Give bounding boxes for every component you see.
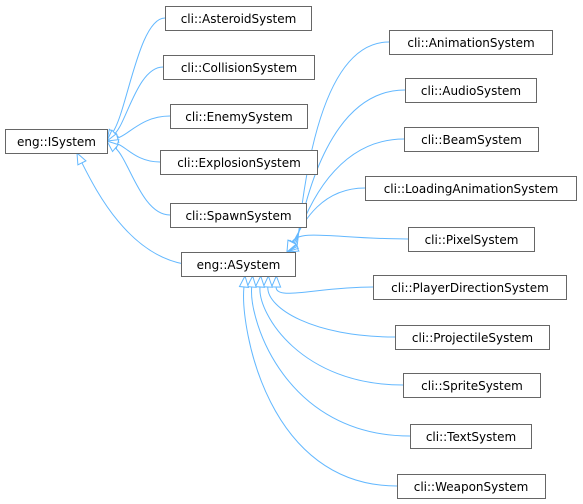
node-cli-playerdirectionsystem[interactable]: cli::PlayerDirectionSystem — [373, 275, 567, 300]
inheritance-edge — [243, 286, 398, 487]
node-cli-textsystem[interactable]: cli::TextSystem — [410, 424, 532, 449]
node-label: cli::EnemySystem — [185, 110, 292, 124]
inheritance-arrowhead — [105, 140, 120, 153]
inheritance-edge — [115, 147, 171, 216]
inheritance-edge — [267, 286, 396, 338]
inheritance-edge — [259, 286, 404, 386]
inheritance-arrowhead — [76, 151, 87, 166]
node-label: eng::ASystem — [197, 258, 281, 272]
node-cli-enemysystem[interactable]: cli::EnemySystem — [170, 104, 308, 129]
node-cli-audiosystem[interactable]: cli::AudioSystem — [405, 78, 537, 103]
inheritance-edge — [81, 162, 185, 265]
node-cli-collisionsystem[interactable]: cli::CollisionSystem — [163, 55, 315, 80]
node-cli-animationsystem[interactable]: cli::AnimationSystem — [389, 30, 553, 55]
inheritance-arrowhead — [246, 274, 257, 288]
node-cli-explosionsystem[interactable]: cli::ExplosionSystem — [160, 150, 318, 175]
node-cli-weaponsystem[interactable]: cli::WeaponSystem — [397, 474, 546, 499]
node-label: cli::PixelSystem — [425, 233, 519, 247]
node-label: cli::PlayerDirectionSystem — [391, 281, 549, 295]
node-eng-asystem[interactable]: eng::ASystem — [181, 252, 296, 277]
inheritance-edge — [112, 17, 166, 133]
inheritance-edge — [291, 234, 409, 243]
inheritance-arrowhead — [270, 274, 282, 288]
node-label: cli::AudioSystem — [421, 84, 521, 98]
inheritance-edge — [117, 143, 161, 163]
node-cli-asteroidsystem[interactable]: cli::AsteroidSystem — [165, 6, 312, 31]
node-label: cli::CollisionSystem — [181, 61, 297, 75]
inheritance-arrowhead — [262, 274, 274, 288]
node-label: cli::AsteroidSystem — [181, 12, 297, 26]
node-label: cli::SpawnSystem — [185, 209, 291, 223]
node-cli-projectilesystem[interactable]: cli::ProjectileSystem — [395, 325, 550, 350]
edges-layer — [76, 17, 411, 487]
node-label: cli::SpriteSystem — [421, 379, 523, 393]
node-label: cli::BeamSystem — [421, 133, 522, 147]
node-label: cli::LoadingAnimationSystem — [384, 182, 559, 196]
node-eng-isystem[interactable]: eng::ISystem — [5, 129, 108, 154]
inheritance-edge — [117, 115, 171, 139]
inheritance-edge — [275, 286, 374, 294]
node-cli-pixelsystem[interactable]: cli::PixelSystem — [408, 227, 535, 252]
node-label: cli::AnimationSystem — [407, 36, 534, 50]
nodes-layer: eng::ISystem eng::ASystem cli::AsteroidS… — [5, 6, 577, 499]
inheritance-edge — [114, 66, 164, 134]
node-cli-spritesystem[interactable]: cli::SpriteSystem — [403, 373, 541, 398]
inheritance-arrowhead — [254, 274, 266, 288]
node-label: cli::WeaponSystem — [414, 480, 529, 494]
inheritance-arrowhead — [286, 239, 297, 254]
inheritance-edge — [251, 286, 411, 437]
node-label: cli::ProjectileSystem — [412, 331, 533, 345]
node-cli-beamsystem[interactable]: cli::BeamSystem — [404, 127, 539, 152]
node-cli-loadinganimationsystem[interactable]: cli::LoadingAnimationSystem — [365, 176, 577, 201]
node-label: cli::TextSystem — [426, 430, 516, 444]
node-cli-spawnsystem[interactable]: cli::SpawnSystem — [170, 203, 307, 228]
inheritance-arrowhead — [238, 274, 250, 288]
node-label: cli::ExplosionSystem — [177, 156, 301, 170]
node-label: eng::ISystem — [17, 135, 96, 149]
